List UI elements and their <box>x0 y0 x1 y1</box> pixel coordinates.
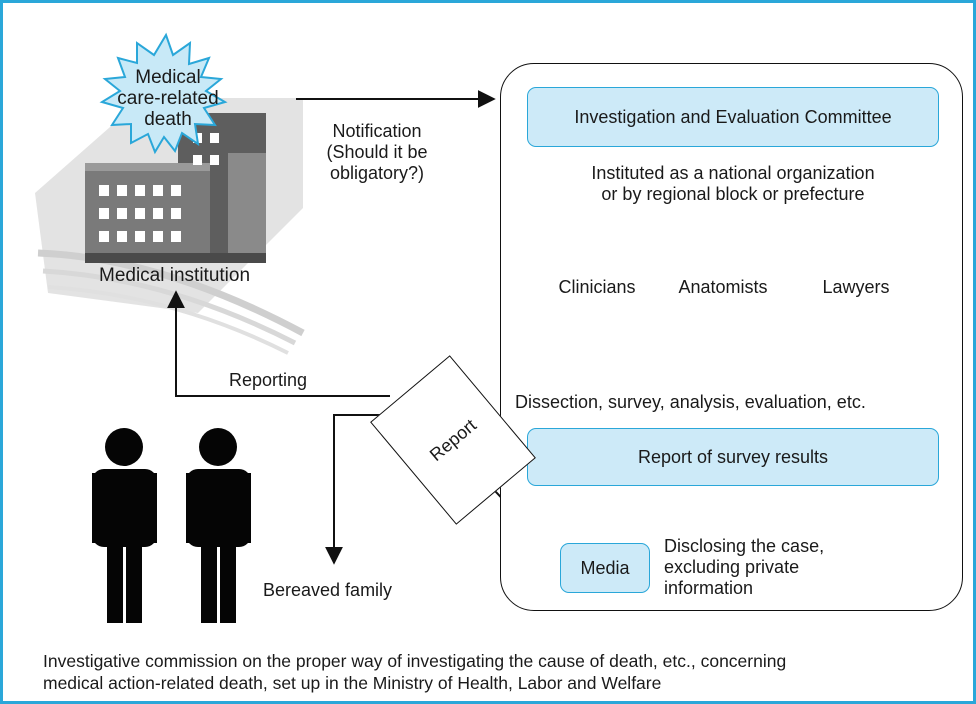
committee-container <box>500 63 963 611</box>
caption: Investigative commission on the proper w… <box>43 650 786 694</box>
family-label: Bereaved family <box>263 580 393 600</box>
reporting-label: Reporting <box>229 370 308 390</box>
report-label: Report <box>425 414 480 465</box>
notification-question-line-1: (Should it be <box>326 142 428 162</box>
caption-line-1: Investigative commission on the proper w… <box>43 651 787 671</box>
notification-text: Notification (Should it be obligatory?) <box>309 121 445 184</box>
event-label: Medical care-related death <box>108 67 228 130</box>
constitution-line-1: Instituted as a national organization <box>591 163 875 183</box>
member-label-anatomists: Anatomists <box>678 277 768 297</box>
constitution-line-2: or by regional block or prefecture <box>601 184 865 204</box>
member-label-clinicians: Clinicians <box>558 277 636 297</box>
notification-question-line-2: obligatory?) <box>329 163 425 183</box>
media-note-line-2: excluding private <box>664 557 800 577</box>
notification-label: Notification <box>332 121 422 141</box>
event-label-line-3: death <box>144 109 192 130</box>
member-label-lawyers: Lawyers <box>822 277 890 297</box>
caption-line-2: medical action-related death, set up in … <box>43 673 662 693</box>
media-note-line-3: information <box>664 578 754 598</box>
reporting-arrow <box>167 290 390 397</box>
media-note-line-1: Disclosing the case, <box>664 536 825 556</box>
family-member-left-icon <box>92 428 157 623</box>
committee-title-box: Investigation and Evaluation Committee <box>527 87 939 147</box>
committee-constitution: Instituted as a national organization or… <box>523 163 943 205</box>
event-label-line-2: care-related <box>117 88 219 109</box>
starburst-shape <box>99 32 228 155</box>
institution-label: Medical institution <box>99 265 251 286</box>
media-note: Disclosing the case, excluding private i… <box>664 536 824 599</box>
committee-activities: Dissection, survey, analysis, evaluation… <box>515 392 866 412</box>
family-arrow <box>325 414 388 565</box>
family-member-right-icon <box>186 428 251 623</box>
results-box: Report of survey results <box>527 428 939 486</box>
building-icon <box>85 113 266 263</box>
media-box: Media <box>560 543 650 593</box>
event-label-line-1: Medical <box>135 67 201 88</box>
